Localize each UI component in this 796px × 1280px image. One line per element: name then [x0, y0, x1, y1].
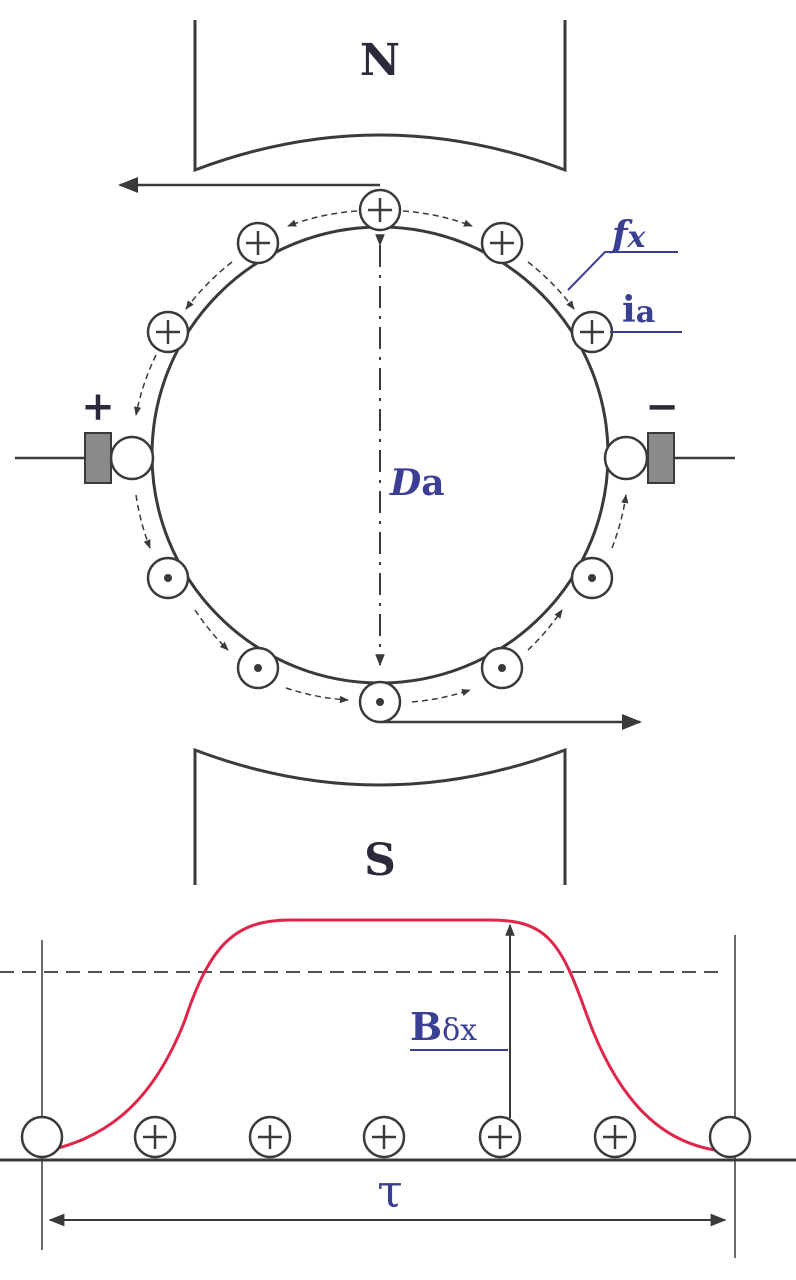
- conductor-dot: [480, 646, 524, 690]
- conductor-cross: [362, 1115, 406, 1159]
- north-pole-label: N: [360, 35, 400, 86]
- force-label: fx: [609, 214, 647, 256]
- conductor-dot: [358, 680, 402, 724]
- brush-positive-sign: +: [81, 383, 115, 430]
- conductor-dot: [570, 556, 614, 600]
- brush-negative-sign: −: [645, 383, 679, 430]
- conductor-cross: [358, 188, 402, 232]
- force-label-group: fx: [567, 214, 678, 291]
- conductor-cross: [133, 1115, 177, 1159]
- diameter-label: Da: [389, 462, 445, 504]
- conductor-cross: [248, 1115, 292, 1159]
- flux-density-label: Bδx: [410, 1004, 477, 1049]
- south-pole-label: S: [364, 835, 396, 886]
- conductor-cross: [480, 221, 524, 265]
- north-pole: N: [193, 20, 567, 173]
- conductor-cross: [146, 310, 190, 354]
- conductor-empty-left: [20, 1115, 64, 1159]
- pole-pitch-label: τ: [377, 1164, 402, 1218]
- conductor-cross: [593, 1115, 637, 1159]
- conductor-cross: [570, 310, 614, 354]
- conductor-cross: [236, 221, 280, 265]
- current-label: ia: [622, 289, 655, 331]
- conductor-dot: [236, 646, 280, 690]
- conductor-empty-right: [708, 1115, 752, 1159]
- conductor-dot: [146, 556, 190, 600]
- current-label-group: ia: [610, 289, 682, 333]
- brush-positive: +: [15, 383, 155, 484]
- conductor-cross: [478, 1115, 522, 1159]
- current-flow-arrows: [134, 210, 629, 704]
- brush-negative: −: [603, 383, 735, 484]
- flux-density-curve: [41, 918, 736, 1154]
- south-pole: S: [193, 747, 567, 886]
- flux-density-plot: Bδx τ: [0, 918, 796, 1258]
